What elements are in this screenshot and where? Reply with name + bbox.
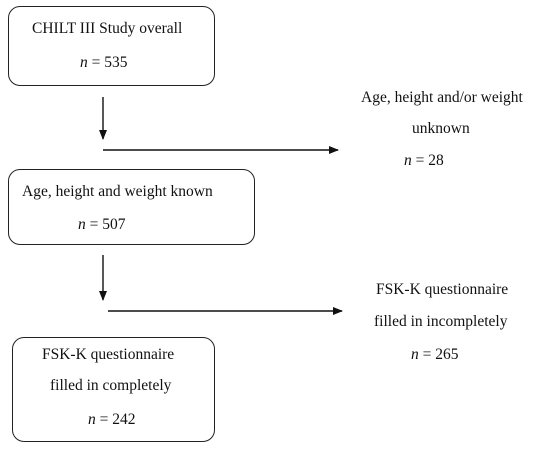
node-known-title: Age, height and weight known — [22, 183, 213, 200]
node-unknown-count: n = 28 — [404, 152, 444, 169]
n-symbol: n — [411, 346, 419, 363]
n-symbol: n — [78, 216, 86, 233]
node-study-overall-title: CHILT III Study overall — [32, 20, 183, 37]
node-known — [8, 169, 255, 245]
node-complete-count: n = 242 — [88, 411, 136, 428]
node-study-overall-count: n = 535 — [80, 54, 128, 71]
node-unknown-line2: unknown — [412, 120, 470, 137]
node-study-overall — [8, 6, 215, 86]
n-symbol: n — [404, 152, 412, 169]
node-known-count: n = 507 — [78, 216, 126, 233]
node-unknown-line1: Age, height and/or weight — [361, 89, 523, 106]
node-incomplete-count: n = 265 — [411, 346, 459, 363]
n-symbol: n — [80, 54, 88, 71]
node-complete-line2: filled in completely — [50, 377, 172, 394]
node-complete — [12, 337, 215, 442]
node-complete-line1: FSK-K questionnaire — [42, 346, 175, 363]
n-symbol: n — [88, 411, 96, 428]
node-incomplete-line1: FSK-K questionnaire — [376, 281, 509, 298]
node-incomplete-line2: filled in incompletely — [374, 313, 508, 330]
